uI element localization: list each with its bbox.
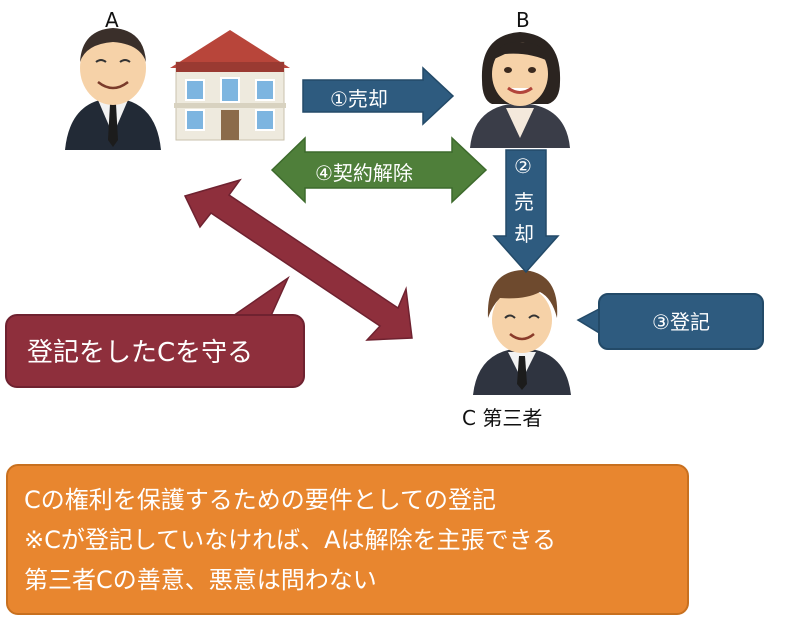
person-b-icon — [470, 32, 570, 148]
summary-line-3: 第三者Cの善意、悪意は問わない — [24, 566, 377, 594]
contract-cancel-label: ④契約解除 — [315, 161, 413, 185]
sale-bc-label-3: 却 — [514, 222, 534, 246]
sale-bc-label-1: ② — [514, 154, 532, 178]
person-a-label: A — [105, 8, 119, 32]
sale-ab-label: ①売却 — [330, 87, 388, 111]
summary-line-1: Cの権利を保護するための要件としての登記 — [24, 486, 497, 514]
person-a-icon — [65, 28, 161, 150]
summary-box: Cの権利を保護するための要件としての登記 ※Cが登記していなければ、Aは解除を主… — [6, 464, 689, 615]
sale-bc-label-2: 売 — [514, 190, 534, 214]
protect-callout-tail — [227, 275, 290, 319]
sale-arrow-bc — [492, 149, 560, 274]
sale-arrow-ab — [302, 66, 455, 126]
person-c-icon — [473, 270, 571, 395]
person-b-label: B — [516, 8, 530, 32]
protect-c-callout: 登記をしたCを守る — [5, 314, 305, 388]
cancel-arrow — [270, 136, 488, 204]
protect-arrow — [183, 178, 413, 341]
house-icon — [170, 30, 290, 141]
summary-line-2: ※Cが登記していなければ、Aは解除を主張できる — [24, 526, 557, 554]
registration-callout: ③登記 — [598, 293, 764, 350]
person-c-label: C 第三者 — [462, 406, 543, 430]
